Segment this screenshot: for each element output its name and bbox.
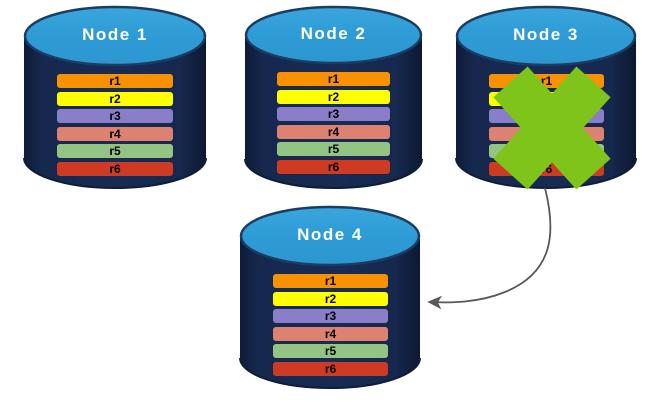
row-r5-node-1[interactable]: r5 — [57, 144, 173, 158]
row-r5-node-4[interactable]: r5 — [273, 344, 388, 358]
node-cylinder-3[interactable]: Node 3r1r2r3r4r5r6 — [455, 5, 637, 190]
row-r2-node-2[interactable]: r2 — [277, 89, 390, 104]
row-r4-node-2[interactable]: r4 — [277, 124, 390, 139]
row-r1-node-1[interactable]: r1 — [57, 74, 173, 88]
row-r6-node-2[interactable]: r6 — [277, 159, 390, 174]
row-r4-node-1[interactable]: r4 — [57, 126, 173, 141]
row-r5-node-2[interactable]: r5 — [277, 142, 390, 156]
row-r4-node-4[interactable]: r4 — [273, 326, 388, 341]
row-r6-node-1[interactable]: r6 — [57, 161, 173, 176]
x-mark-icon — [493, 66, 611, 190]
row-r6-node-4[interactable]: r6 — [273, 361, 388, 376]
row-r2-node-4[interactable]: r2 — [273, 291, 388, 306]
row-r3-node-1[interactable]: r3 — [57, 109, 173, 123]
row-r2-node-1[interactable]: r2 — [57, 91, 173, 106]
row-r1-node-2[interactable]: r1 — [277, 72, 390, 86]
row-r1-node-4[interactable]: r1 — [273, 274, 388, 288]
row-r3-node-2[interactable]: r3 — [277, 107, 390, 121]
row-r3-node-4[interactable]: r3 — [273, 309, 388, 323]
